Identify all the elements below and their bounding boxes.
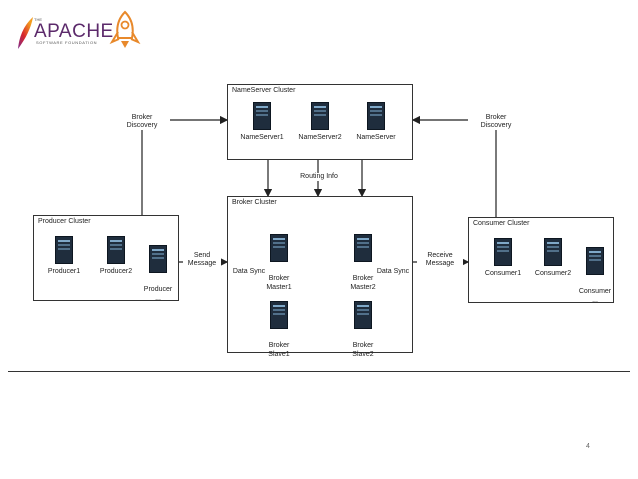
node-label: Producer2 xyxy=(99,268,133,275)
label-data-sync-right: Data Sync xyxy=(374,268,412,276)
producer-node-3: Producer ... xyxy=(128,236,188,303)
node-label: Broker Master2 xyxy=(350,275,376,291)
producer-node-1: Producer1 xyxy=(34,236,94,276)
label-broker-discovery-right: Broker Discovery xyxy=(468,114,524,130)
rocketmq-rocket-icon xyxy=(109,10,141,48)
producer-cluster-title: Producer Cluster xyxy=(38,218,91,225)
edge-producer-nameserver xyxy=(137,115,229,223)
broker-slave2: Broker Slave2 xyxy=(333,292,393,359)
producer-node-2: Producer2 xyxy=(86,236,146,276)
server-icon xyxy=(586,247,604,275)
broker-master2: Broker Master2 xyxy=(333,225,393,292)
label-routing-info: Routing Info xyxy=(292,173,346,181)
label-broker-discovery-left: Broker Discovery xyxy=(114,114,170,130)
footer-divider xyxy=(8,371,630,372)
node-label: Producer ... xyxy=(143,286,173,302)
node-label: Producer1 xyxy=(47,268,81,275)
node-label: Broker Master1 xyxy=(266,275,292,291)
node-label: Broker Slave1 xyxy=(268,342,290,358)
edge-consumer-nameserver xyxy=(411,115,501,225)
label-send-message: Send Message xyxy=(183,252,221,268)
consumer-node-2: Consumer2 xyxy=(523,238,583,278)
label-data-sync-left: Data Sync xyxy=(230,268,268,276)
server-icon xyxy=(354,301,372,329)
nameserver-node-2: NameServer2 xyxy=(290,102,350,142)
consumer-cluster: Consumer Cluster Consumer1 Consumer2 Con… xyxy=(468,217,614,304)
node-label: NameServer2 xyxy=(298,134,342,141)
logo-apache-wordmark: APACHE xyxy=(34,21,114,42)
server-icon xyxy=(270,301,288,329)
server-icon xyxy=(270,234,288,262)
node-label: Consumer2 xyxy=(534,270,572,277)
server-icon xyxy=(107,236,125,264)
server-icon xyxy=(55,236,73,264)
node-label: Consumer1 xyxy=(484,270,522,277)
apache-feather-icon xyxy=(18,17,33,49)
node-label: Consumer ... xyxy=(578,288,612,304)
nameserver-node-1: NameServer1 xyxy=(232,102,292,142)
server-icon xyxy=(494,238,512,266)
server-icon xyxy=(253,102,271,130)
logo-subtitle: SOFTWARE FOUNDATION xyxy=(36,40,98,45)
server-icon xyxy=(367,102,385,130)
server-icon xyxy=(354,234,372,262)
node-label: NameServer1 xyxy=(240,134,284,141)
server-icon xyxy=(544,238,562,266)
server-icon xyxy=(149,245,167,273)
consumer-cluster-title: Consumer Cluster xyxy=(473,220,530,227)
nameserver-cluster: NameServer Cluster NameServer1 NameServe… xyxy=(227,84,413,160)
consumer-node-1: Consumer1 xyxy=(473,238,533,278)
logo-the: THE xyxy=(34,17,42,22)
server-icon xyxy=(311,102,329,130)
nameserver-node-3: NameServer xyxy=(346,102,406,142)
producer-cluster: Producer Cluster Producer1 Producer2 Pro… xyxy=(33,215,179,302)
consumer-node-3: Consumer ... xyxy=(565,238,625,305)
node-label: Broker Slave2 xyxy=(352,342,374,358)
broker-slave1: Broker Slave1 xyxy=(249,292,309,359)
broker-cluster-title: Broker Cluster xyxy=(232,199,277,206)
nameserver-cluster-title: NameServer Cluster xyxy=(232,87,296,94)
node-label: NameServer xyxy=(356,134,396,141)
page-number: 4 xyxy=(586,443,590,450)
broker-master1: Broker Master1 xyxy=(249,225,309,292)
label-receive-message: Receive Message xyxy=(417,252,463,268)
